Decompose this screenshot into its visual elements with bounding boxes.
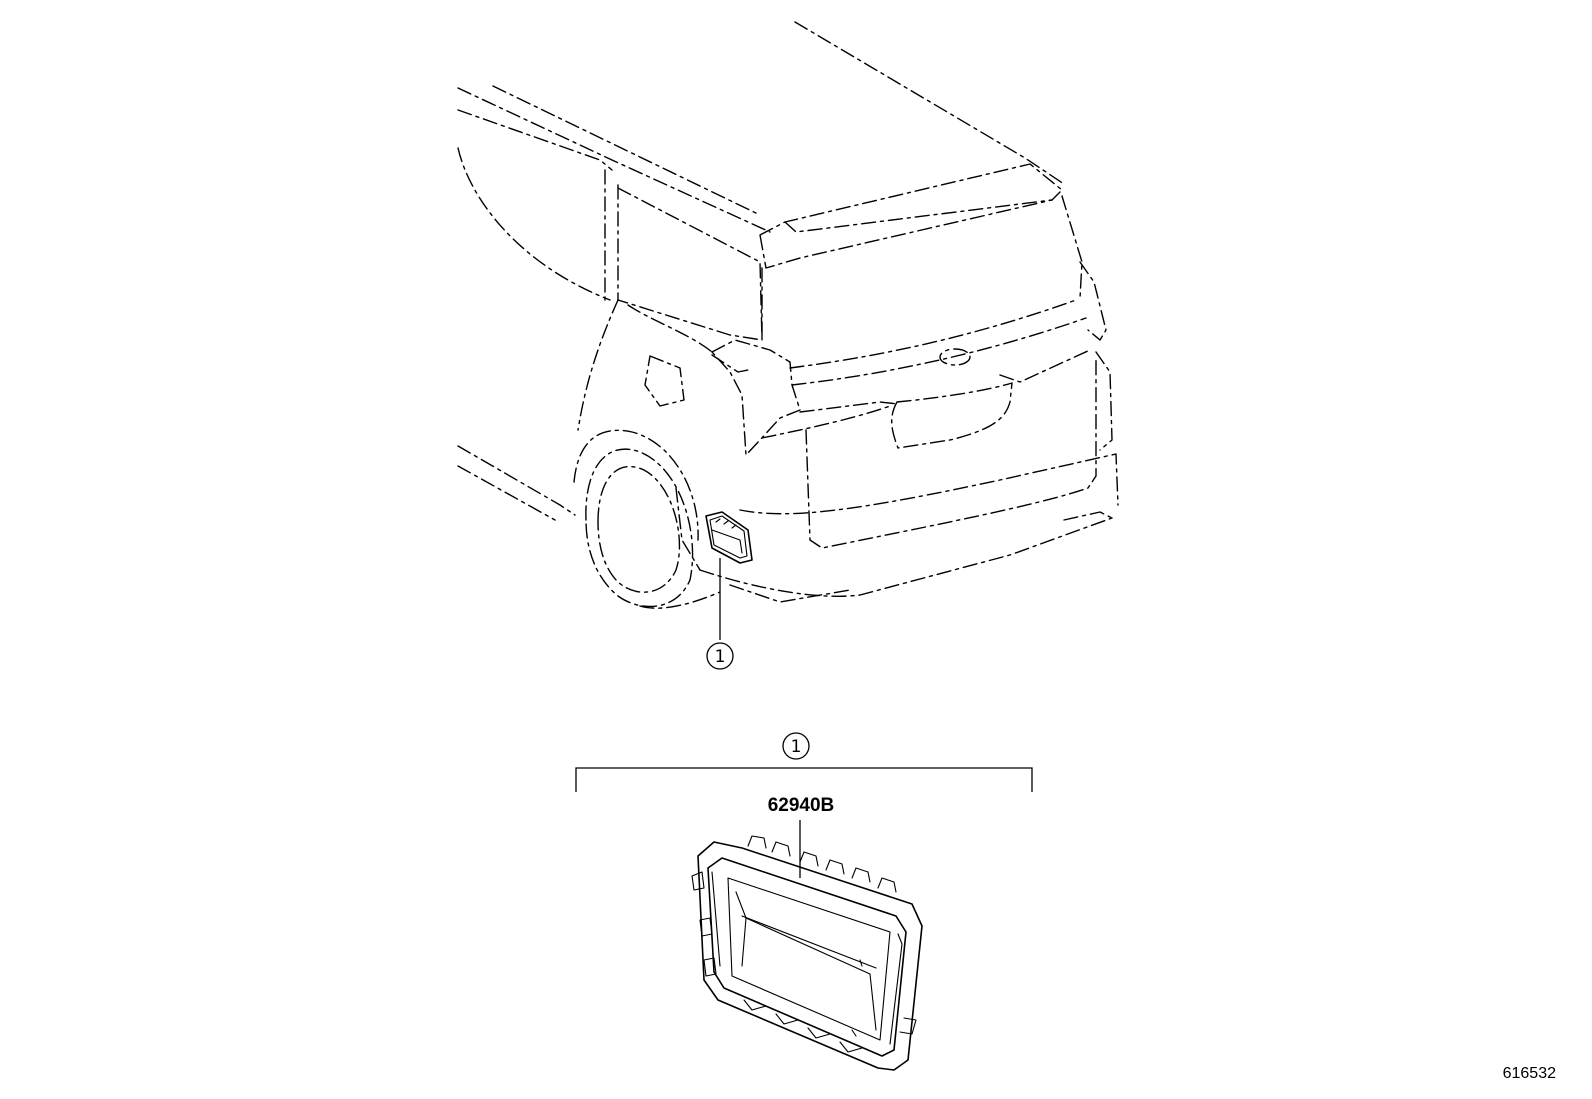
callout-vehicle: 1 bbox=[706, 642, 734, 670]
callout-vehicle-label: 1 bbox=[715, 647, 726, 667]
detail-callout: 1 bbox=[782, 732, 810, 760]
reflector-on-vehicle bbox=[705, 511, 753, 564]
reflector-part-detail bbox=[691, 835, 923, 1071]
illustration-id: 616532 bbox=[1503, 1065, 1556, 1082]
group-bracket bbox=[575, 767, 1033, 792]
callout-detail-label: 1 bbox=[791, 737, 802, 757]
vehicle-outline bbox=[457, 21, 1119, 609]
part-number-label: 62940B bbox=[768, 795, 835, 816]
